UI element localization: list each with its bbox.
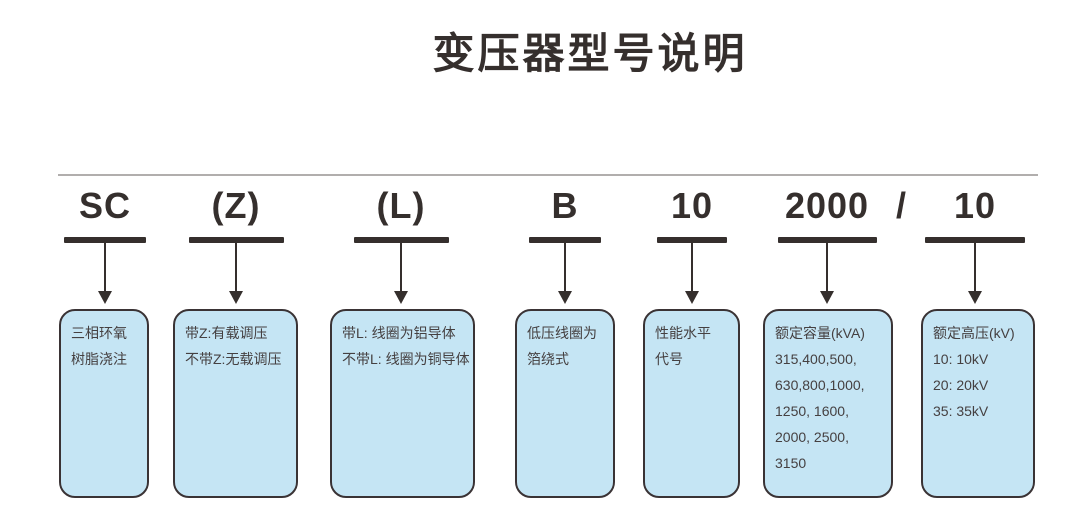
code-underline (353, 237, 449, 243)
arrow-stem (826, 243, 828, 292)
code-label: B (551, 185, 579, 226)
description-line: 20: 20kV (933, 377, 989, 393)
arrow-head (820, 291, 834, 304)
description-line: 额定容量(kVA) (775, 325, 865, 341)
description-line: 不带Z:无载调压 (185, 351, 282, 367)
description-line: 三相环氧 (71, 325, 127, 341)
description-line: 性能水平 (655, 325, 711, 341)
code-underline (64, 237, 146, 243)
arrow-head (558, 291, 572, 304)
arrow-stem (400, 243, 402, 292)
description-line: 不带L: 线圈为铜导体 (342, 351, 470, 367)
code-underline (925, 237, 1025, 243)
code-label: 10 (953, 185, 997, 226)
description-box: 性能水平代号 (643, 309, 740, 498)
code-underline (188, 237, 284, 243)
description-box: 带L: 线圈为铝导体不带L: 线圈为铜导体 (330, 309, 475, 498)
arrow-head (229, 291, 243, 304)
arrow-head (98, 291, 112, 304)
arrow-stem (104, 243, 106, 292)
description-box: 额定高压(kV) 10: 10kV 20: 20kV 35: 35kV (921, 309, 1035, 498)
code-label: (L) (376, 185, 426, 226)
code-label: SC (78, 185, 132, 226)
description-line: 树脂浇注 (71, 351, 127, 367)
code-underline (777, 237, 877, 243)
description-line: 箔绕式 (527, 351, 569, 367)
description-line: 630,800,1000, (775, 377, 865, 393)
description-line: 3150 (775, 455, 807, 471)
code-label: 2000 (784, 185, 870, 226)
description-line: 1250, 1600, (775, 403, 849, 419)
arrow-stem (564, 243, 566, 292)
slash-separator: / (895, 185, 907, 226)
description-line: 带Z:有载调压 (185, 325, 268, 341)
code-label: (Z) (211, 185, 261, 226)
description-box: 带Z:有载调压不带Z:无载调压 (173, 309, 298, 498)
page-title: 变压器型号说明 (432, 30, 748, 77)
description-line: 35: 35kV (933, 403, 989, 419)
description-line: 10: 10kV (933, 351, 989, 367)
description-line: 315,400,500, (775, 351, 857, 367)
description-line: 带L: 线圈为铝导体 (342, 325, 456, 341)
description-line: 额定高压(kV) (933, 325, 1015, 341)
arrow-head (394, 291, 408, 304)
description-line: 低压线圈为 (527, 325, 597, 341)
description-box: 额定容量(kVA) 315,400,500, 630,800,1000, 1250, … (763, 309, 893, 498)
arrow-stem (235, 243, 237, 292)
arrow-stem (974, 243, 976, 292)
divider-line (58, 174, 1038, 176)
description-box: 三相环氧树脂浇注 (59, 309, 149, 498)
description-box: 低压线圈为箔绕式 (515, 309, 615, 498)
code-label: 10 (670, 185, 714, 226)
arrow-stem (691, 243, 693, 292)
code-underline (529, 237, 601, 243)
arrow-head (968, 291, 982, 304)
description-line: 代号 (655, 351, 683, 367)
arrow-head (685, 291, 699, 304)
code-underline (657, 237, 727, 243)
description-line: 2000, 2500, (775, 429, 849, 445)
